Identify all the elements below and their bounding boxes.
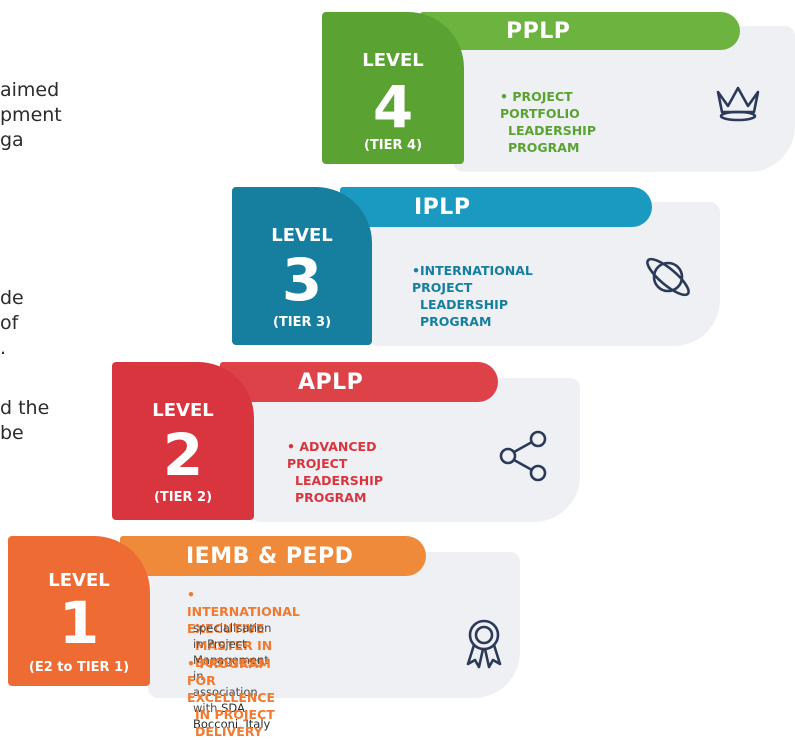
level-1-level-label: LEVEL <box>48 570 110 591</box>
level-2-level-label: LEVEL <box>152 400 214 421</box>
level-1-program2-line-2: IN PROJECT DELIVERY <box>195 707 275 739</box>
level-4-number: 4 <box>372 73 414 141</box>
background-text-2: pment <box>0 104 62 126</box>
level-3-band: IPLP <box>340 187 652 227</box>
share-icon <box>496 428 552 488</box>
level-3-level-label: LEVEL <box>271 225 333 246</box>
level-3-program-line-2: LEADERSHIP PROGRAM <box>420 297 508 329</box>
level-4-card <box>453 26 795 172</box>
level-4-band-title: PPLP <box>506 18 571 44</box>
level-1-tier-label: (E2 to TIER 1) <box>28 660 130 675</box>
level-2-number: 2 <box>162 421 204 489</box>
level-2-block: LEVEL 2 (TIER 2) <box>112 362 254 520</box>
level-2-card <box>250 378 580 522</box>
level-3-block: LEVEL 3 (TIER 3) <box>232 187 372 345</box>
planet-icon <box>640 252 698 306</box>
level-1-program-line-2: MASTER IN BUSINESS <box>195 638 273 670</box>
level-4-tier-label: (TIER 4) <box>363 138 423 153</box>
level-2-band-title: APLP <box>298 369 364 395</box>
level-1-program-iemb: • INTERNATIONAL EXECUTIVE MASTER IN BUSI… <box>187 586 300 671</box>
level-2-tier-label: (TIER 2) <box>153 490 213 505</box>
background-text-8: be <box>0 422 24 444</box>
level-4-level-label: LEVEL <box>362 50 424 71</box>
level-4-program: • PROJECT PORTFOLIO LEADERSHIP PROGRAM <box>500 88 596 156</box>
level-2-program-line-2: LEADERSHIP PROGRAM <box>295 473 383 505</box>
level-2-band: APLP <box>220 362 498 402</box>
level-4-band: PPLP <box>420 12 740 50</box>
level-4-block: LEVEL 4 (TIER 4) <box>322 12 464 164</box>
level-3-band-title: IPLP <box>414 194 471 220</box>
level-4-program-line-2: LEADERSHIP PROGRAM <box>508 123 596 155</box>
level-1-detail-line-1: specialisation in Project Management <box>193 621 272 667</box>
level-2-program: • ADVANCED PROJECT LEADERSHIP PROGRAM <box>287 438 383 506</box>
background-text-6: . <box>0 337 7 359</box>
crown-icon <box>712 82 764 128</box>
level-4-program-line-1: • PROJECT PORTFOLIO <box>500 89 580 121</box>
background-text-7: d the <box>0 397 50 419</box>
level-1-program-line-1: • INTERNATIONAL EXECUTIVE <box>187 587 300 636</box>
level-2-program-line-1: • ADVANCED PROJECT <box>287 439 377 471</box>
level-1-program2-line-1: • PROGRAM FOR EXCELLENCE <box>187 656 276 705</box>
level-1-band: IEMB & PEPD <box>120 536 426 576</box>
level-3-tier-label: (TIER 3) <box>272 315 332 330</box>
level-3-program: •INTERNATIONAL PROJECT LEADERSHIP PROGRA… <box>412 262 533 330</box>
background-text-1: aimed <box>0 79 60 101</box>
level-3-number: 3 <box>281 246 323 314</box>
level-3-program-line-1: •INTERNATIONAL PROJECT <box>412 263 533 295</box>
level-1-band-title: IEMB & PEPD <box>186 543 354 569</box>
award-ribbon-icon <box>462 616 506 676</box>
background-text-4: de <box>0 287 24 309</box>
level-1-block: LEVEL 1 (E2 to TIER 1) <box>8 536 150 686</box>
background-text-3: ga <box>0 129 24 151</box>
level-1-card <box>148 552 520 698</box>
background-text-5: of <box>0 312 19 334</box>
level-1-number: 1 <box>58 589 100 657</box>
